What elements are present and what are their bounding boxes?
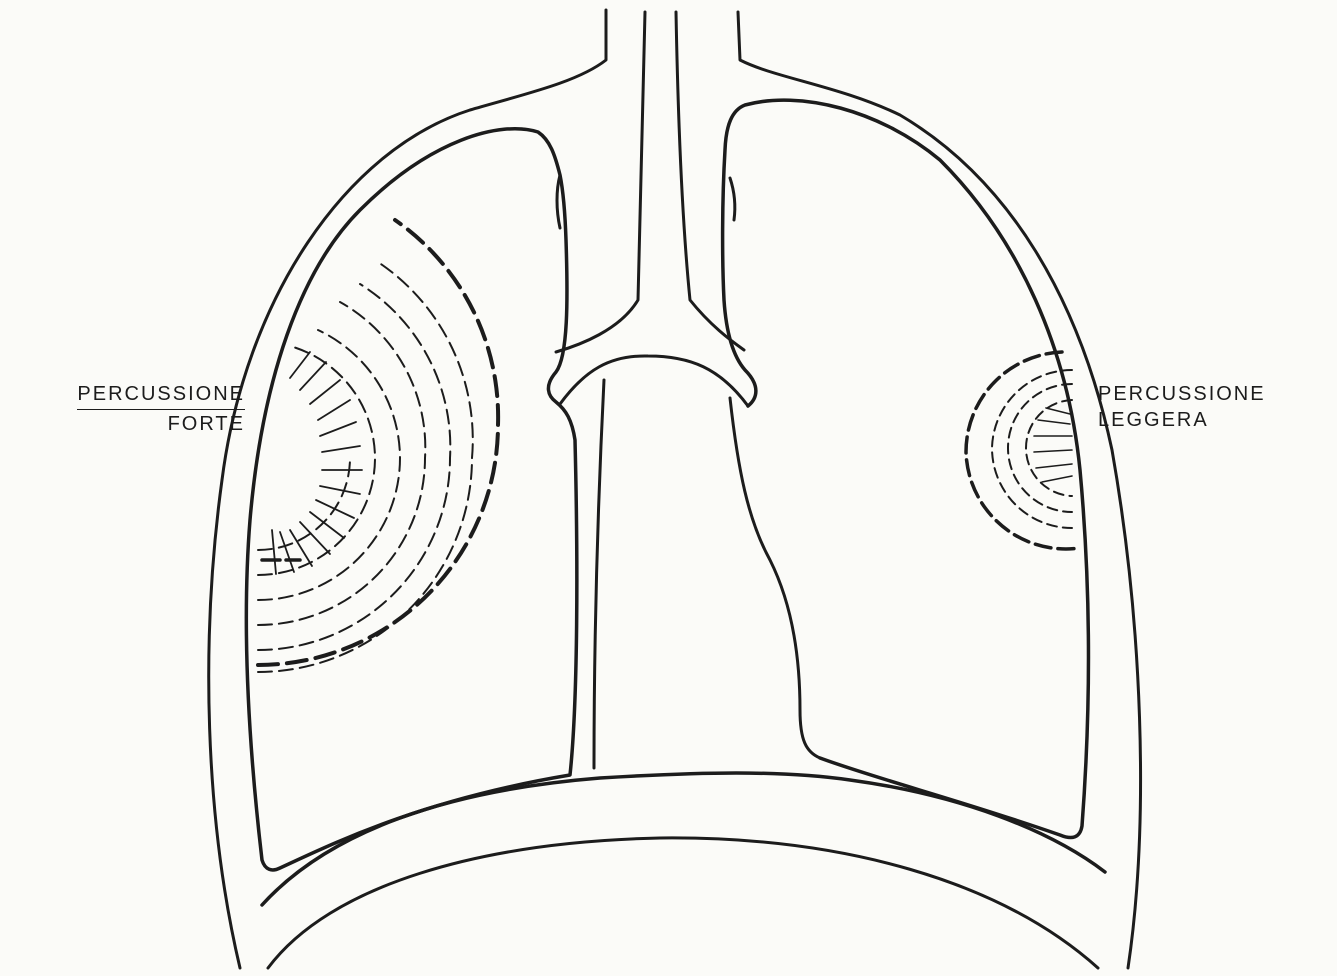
right-lung-apex-notch xyxy=(557,175,560,228)
light-percussion-label-line2: LEGGERA xyxy=(1098,407,1266,433)
strong-percussion-label: PERCUSSIONE FORTE xyxy=(77,381,245,437)
light-percussion-waves xyxy=(992,370,1072,528)
left-bronchus-lower xyxy=(560,356,748,406)
mediastinum-right xyxy=(730,398,820,758)
strong-percussion-label-line1: PERCUSSIONE xyxy=(77,381,245,410)
light-percussion-label: PERCUSSIONE LEGGERA xyxy=(1098,381,1266,433)
trachea-right-wall xyxy=(676,12,744,350)
left-lung-outline xyxy=(723,100,1089,837)
light-percussion-label-line1: PERCUSSIONE xyxy=(1098,381,1266,407)
mediastinum-left xyxy=(594,380,604,768)
strong-percussion-outer-wave xyxy=(258,220,498,665)
outer-chest-wall xyxy=(209,10,606,968)
right-lung-outline xyxy=(246,129,576,870)
abdomen-dome xyxy=(268,838,1098,968)
light-percussion-impact xyxy=(1034,408,1072,482)
left-lung-apex-notch xyxy=(730,178,735,220)
strong-percussion-label-line2: FORTE xyxy=(77,410,245,437)
